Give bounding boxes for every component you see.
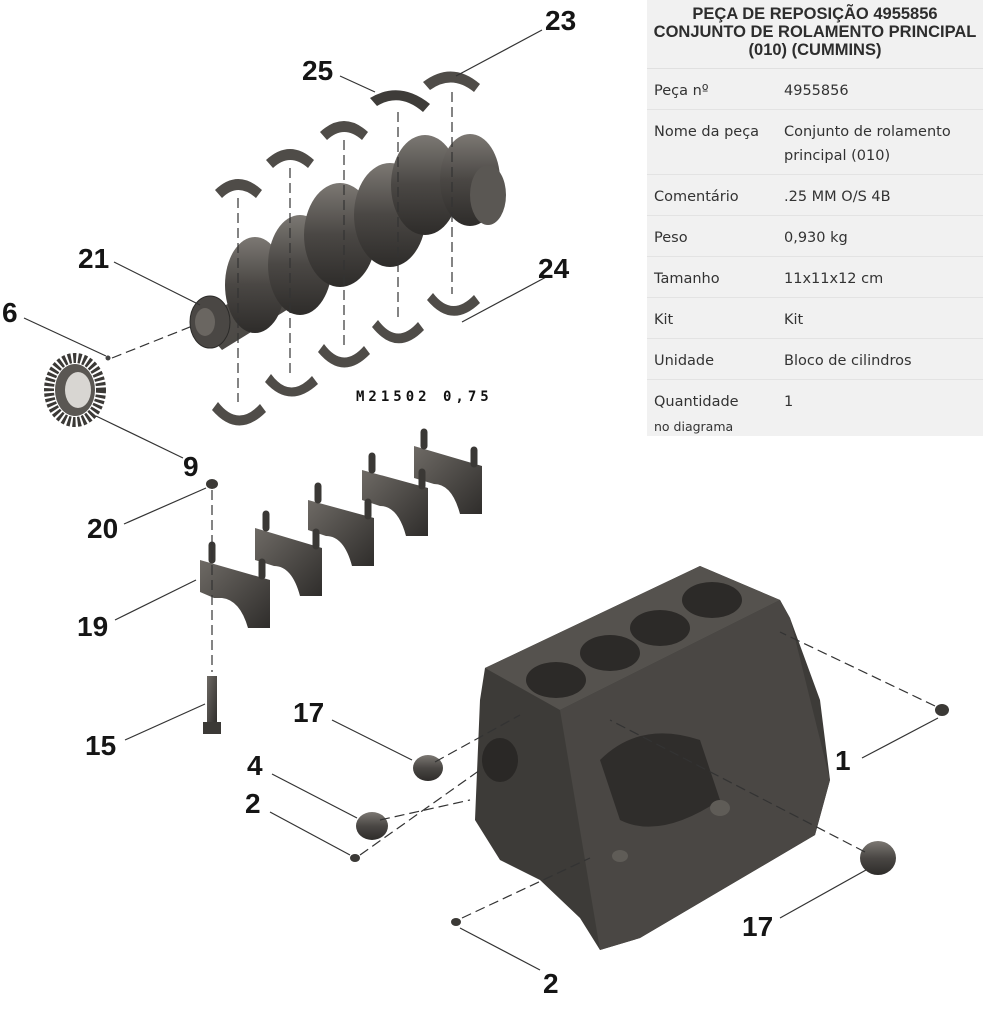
upper-bearing-shells	[215, 71, 480, 198]
part-title-line: PEÇA DE REPOSIÇÃO 4955856	[692, 5, 938, 23]
info-label: Quantidade no diagrama	[647, 380, 784, 436]
callout-25: 25	[302, 55, 333, 86]
info-row-weight: Peso 0,930 kg	[647, 216, 983, 257]
info-label-text: Quantidade	[654, 394, 739, 410]
info-label: Unidade	[654, 353, 715, 369]
info-label: Peça nº	[654, 83, 709, 99]
part-title: PEÇA DE REPOSIÇÃO 4955856 CONJUNTO DE RO…	[647, 0, 983, 69]
crankshaft-gear	[44, 353, 106, 427]
info-row-unit: Unidade Bloco de cilindros	[647, 339, 983, 380]
info-row-quantity: Quantidade no diagrama 1	[647, 380, 983, 436]
part-stamp-label: M21502 0,75	[356, 389, 493, 405]
block-dashes	[359, 631, 936, 919]
info-row-comment: Comentário .25 MM O/S 4B	[647, 175, 983, 216]
callout-2-lower: 2	[543, 968, 559, 999]
info-value: 4955856	[784, 83, 849, 99]
info-value: 1	[784, 394, 794, 410]
info-value: Kit	[784, 312, 804, 328]
lower-bearing-shells	[212, 293, 480, 426]
part-title-line: CONJUNTO DE ROLAMENTO PRINCIPAL	[653, 23, 977, 41]
alignment-dashes	[111, 92, 453, 402]
leader-lines	[23, 29, 939, 971]
info-row-part-number: Peça nº 4955856	[647, 69, 983, 110]
info-row-part-name: Nome da peça Conjunto de rolamento princ…	[647, 110, 983, 175]
pin-6	[105, 355, 111, 361]
part-title-line: (010) (CUMMINS)	[748, 41, 882, 59]
main-bearing-caps	[200, 428, 482, 628]
callout-2-upper: 2	[245, 788, 261, 819]
info-label: Comentário	[654, 189, 739, 205]
info-label: Peso	[654, 230, 688, 246]
crankshaft-assembly	[111, 71, 506, 426]
cylinder-block	[475, 566, 830, 950]
info-sublabel: no diagrama	[654, 419, 734, 434]
callout-6: 6	[2, 297, 18, 328]
callout-21: 21	[78, 243, 109, 274]
info-value: .25 MM O/S 4B	[784, 189, 891, 205]
info-value: 0,930 kg	[784, 230, 848, 246]
callout-15: 15	[85, 730, 116, 761]
info-value: Bloco de cilindros	[784, 353, 912, 369]
info-row-kit: Kit Kit	[647, 298, 983, 339]
callout-17-upper: 17	[293, 697, 324, 728]
cap-bolt	[203, 479, 221, 734]
part-info-panel: PEÇA DE REPOSIÇÃO 4955856 CONJUNTO DE RO…	[647, 0, 983, 436]
callout-17-lower: 17	[742, 911, 773, 942]
crankshaft	[189, 134, 506, 350]
info-label: Tamanho	[654, 271, 720, 287]
info-value: Conjunto de rolamento principal (010)	[784, 124, 951, 164]
callout-23: 23	[545, 5, 576, 36]
callout-4: 4	[247, 750, 263, 781]
info-row-size: Tamanho 11x11x12 cm	[647, 257, 983, 298]
info-label: Kit	[654, 312, 674, 328]
callout-19: 19	[77, 611, 108, 642]
callout-9: 9	[183, 451, 199, 482]
callout-numbers: 23 25 21 24 6 9 20 19 15 17 4 2 1 17 2	[2, 5, 851, 999]
info-label: Nome da peça	[654, 124, 760, 140]
info-value: 11x11x12 cm	[784, 271, 884, 287]
callout-24: 24	[538, 253, 570, 284]
callout-20: 20	[87, 513, 118, 544]
callout-1: 1	[835, 745, 851, 776]
